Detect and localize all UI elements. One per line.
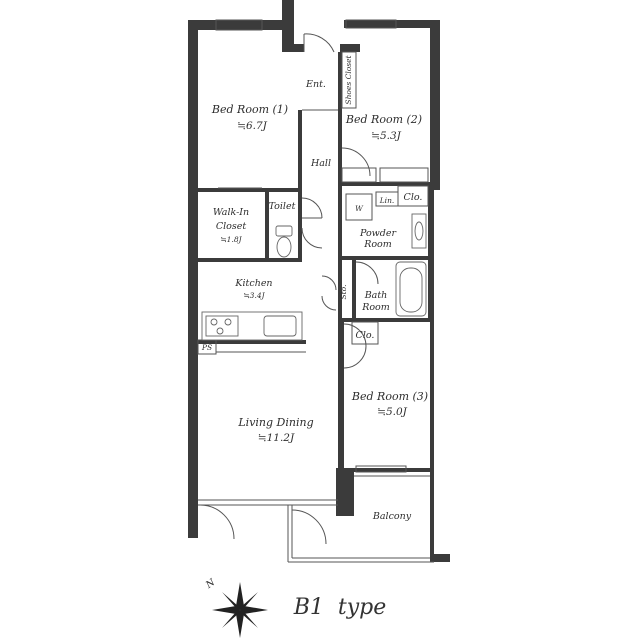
thin-lines	[197, 19, 434, 563]
compass-icon: N	[203, 577, 268, 638]
kitchen-counter	[201, 311, 303, 341]
toilet-fixture	[275, 225, 293, 258]
kitchen-area: ≒3.4J	[243, 291, 265, 300]
washbasin	[411, 213, 427, 249]
kitchen-name: Kitchen	[234, 278, 272, 289]
ps-label: PS	[201, 343, 212, 352]
powder-line2: Room	[363, 239, 392, 250]
entrance-label: Ent.	[305, 79, 326, 90]
bathtub	[395, 261, 427, 317]
walls	[188, 0, 450, 562]
walkin-line1: Walk-In	[213, 207, 249, 218]
bed3-area: ≒5.0J	[377, 406, 407, 418]
toilet-label: Toilet	[269, 201, 296, 212]
clo-mid-label: Clo.	[356, 330, 375, 341]
bed2-name: Bed Room (2)	[345, 113, 422, 126]
room-labels: Bed Room (1) ≒6.7J Ent. Shoes Closet Bed…	[201, 54, 428, 522]
walkin-line2: Closet	[216, 221, 247, 232]
living-area: ≒11.2J	[258, 432, 295, 444]
living-name: Living Dining	[237, 416, 313, 429]
bath-line2: Room	[361, 302, 390, 313]
powder-line1: Powder	[359, 228, 398, 239]
clo-top-label: Clo.	[404, 192, 423, 203]
washer-label: W	[355, 204, 364, 213]
walkin-area: ≒1.8J	[220, 235, 242, 244]
shoes-closet-label: Shoes Closet	[344, 54, 353, 104]
fixtures	[201, 213, 427, 341]
hall-label: Hall	[310, 158, 331, 169]
bed2-area: ≒5.3J	[371, 130, 401, 142]
balcony-label: Balcony	[372, 511, 412, 522]
bed3-name: Bed Room (3)	[351, 390, 428, 403]
bed1-area: ≒6.7J	[237, 120, 267, 132]
bath-line1: Bath	[364, 290, 388, 301]
storage-label: Sto.	[339, 285, 348, 300]
compass-north-label: N	[203, 577, 218, 592]
lin-label: Lin.	[379, 196, 395, 205]
type-label: B1 type	[293, 595, 387, 620]
bed1-name: Bed Room (1)	[211, 103, 288, 116]
